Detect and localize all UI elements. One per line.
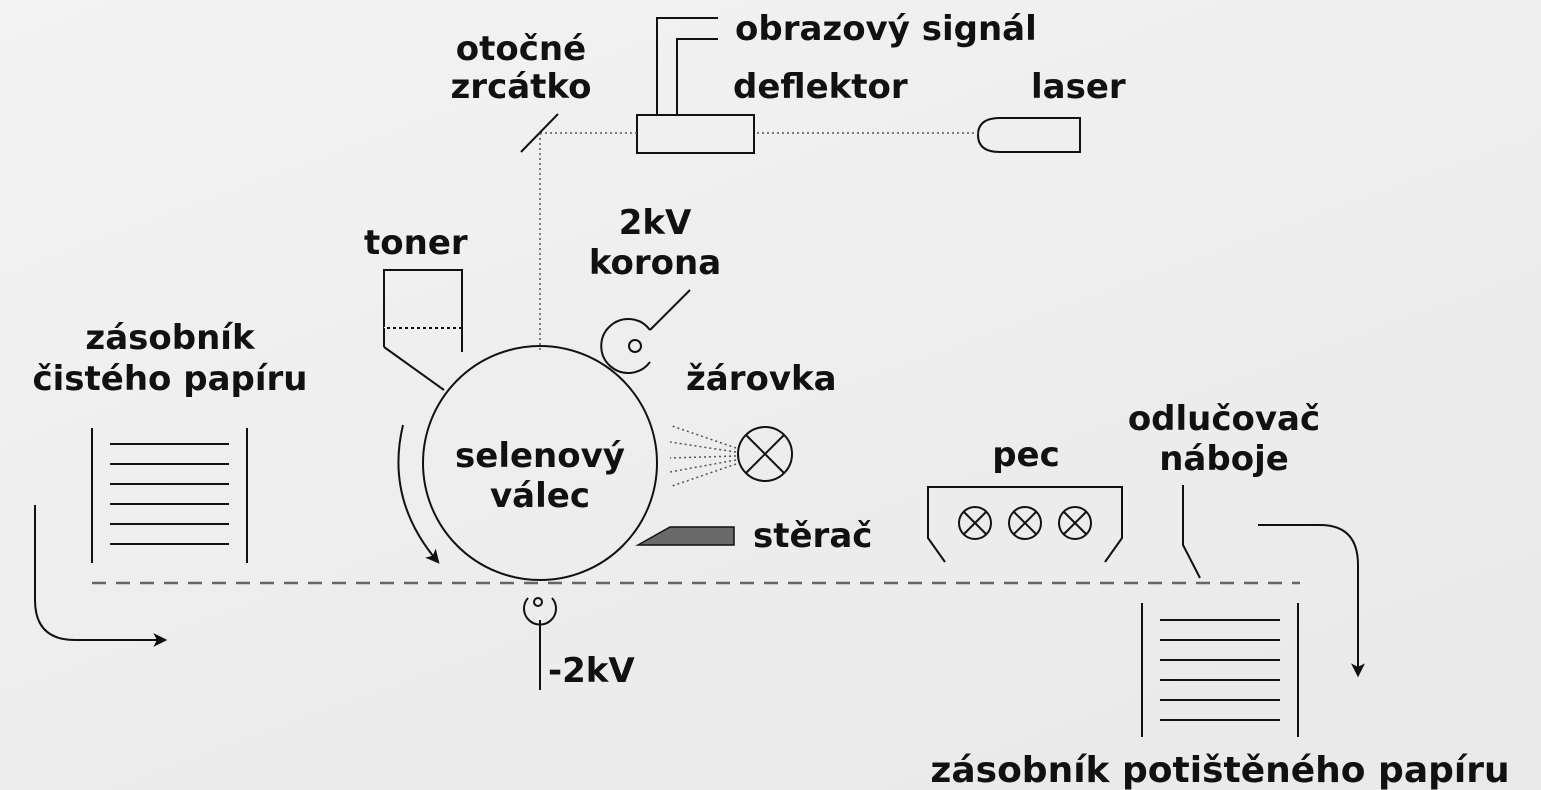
transfer-corona bbox=[523, 597, 557, 690]
clean-paper-tray bbox=[91, 428, 248, 563]
drum-rotation-arrow bbox=[397, 424, 440, 564]
lamp-x-icon bbox=[1008, 506, 1042, 540]
laser-unit bbox=[976, 117, 1081, 153]
label-clean-tray-1: zásobník bbox=[85, 318, 256, 358]
label-rotating-mirror-2: zrcátko bbox=[451, 67, 592, 107]
corona-wire bbox=[600, 289, 691, 374]
label-toner: toner bbox=[364, 223, 468, 263]
lamp-x-icon bbox=[958, 506, 992, 540]
label-charge-eliminator-2: náboje bbox=[1159, 439, 1289, 479]
charge-eliminator bbox=[1182, 485, 1201, 579]
label-bulb: žárovka bbox=[686, 359, 837, 399]
lamp-x-icon bbox=[1058, 506, 1092, 540]
label-rotating-mirror-1: otočné bbox=[456, 29, 586, 69]
paper-output-arrow bbox=[1258, 524, 1365, 678]
lamp-x-icon bbox=[737, 426, 793, 482]
fuser-oven bbox=[927, 486, 1123, 563]
wiper-blade bbox=[635, 526, 735, 546]
label-printed-tray: zásobník potištěného papíru bbox=[930, 750, 1509, 790]
label-negative-voltage: -2kV bbox=[548, 651, 635, 691]
label-oven: pec bbox=[992, 435, 1060, 475]
label-deflector: deflektor bbox=[733, 67, 908, 107]
label-corona: korona bbox=[589, 243, 721, 283]
label-charge-eliminator-1: odlučovač bbox=[1128, 399, 1320, 439]
deflector-box bbox=[636, 114, 755, 154]
label-image-signal: obrazový signál bbox=[735, 9, 1037, 49]
light-rays bbox=[669, 425, 737, 487]
paper-input-arrow bbox=[34, 505, 168, 647]
toner-hopper bbox=[383, 269, 463, 391]
image-signal-wires bbox=[656, 17, 718, 115]
label-drum-1: selenový bbox=[455, 436, 625, 476]
label-wiper: stěrač bbox=[753, 516, 872, 556]
label-drum-2: válec bbox=[490, 476, 590, 516]
printed-paper-tray bbox=[1141, 603, 1299, 737]
label-corona-voltage: 2kV bbox=[619, 203, 692, 243]
selenium-drum bbox=[422, 345, 658, 581]
label-clean-tray-2: čistého papíru bbox=[32, 359, 307, 399]
label-laser: laser bbox=[1031, 67, 1126, 107]
